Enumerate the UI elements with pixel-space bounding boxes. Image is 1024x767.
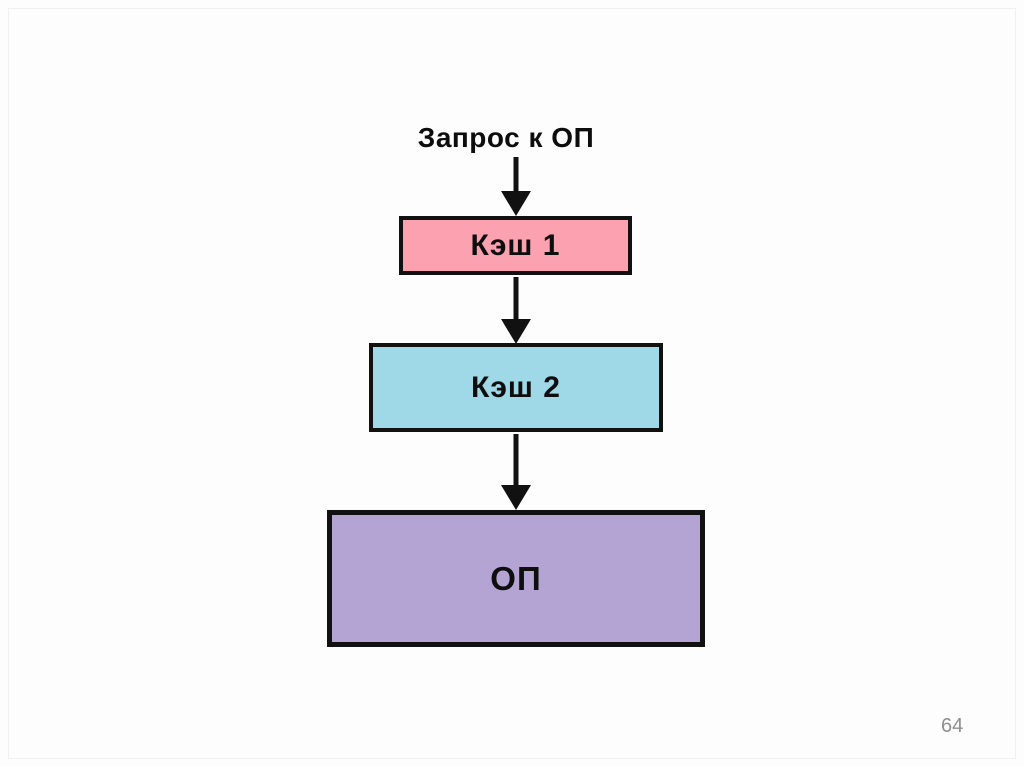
- main-memory-label: ОП: [490, 559, 542, 597]
- main-memory-box: ОП: [327, 510, 705, 647]
- arrow-head: [501, 319, 531, 344]
- cache2-label: Кэш 2: [471, 370, 561, 404]
- arrow-down-icon: [501, 157, 531, 216]
- diagram-title: Запрос к ОП: [417, 122, 595, 153]
- cache2-box: Кэш 2: [369, 343, 663, 432]
- arrow-shaft: [513, 277, 519, 326]
- cache1-label: Кэш 1: [470, 228, 561, 262]
- page-number: 64: [941, 715, 964, 737]
- arrow-down-icon: [501, 434, 531, 510]
- arrow-shaft: [513, 434, 519, 492]
- arrow-head: [501, 485, 531, 510]
- arrow-head: [501, 191, 531, 216]
- arrow-shaft: [513, 157, 519, 198]
- arrow-down-icon: [501, 277, 531, 344]
- cache1-box: Кэш 1: [399, 216, 632, 275]
